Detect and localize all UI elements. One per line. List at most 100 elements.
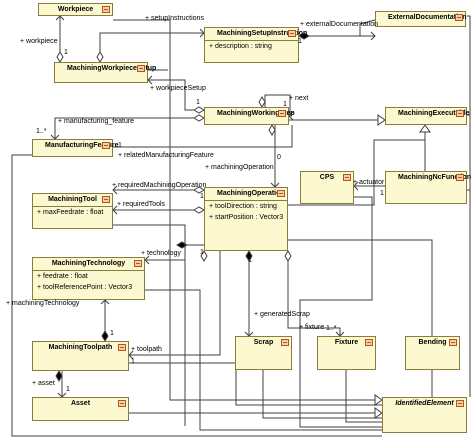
class-attribute: + toolReferencePoint : Vector3: [37, 284, 133, 291]
aggregation-diamond: [284, 250, 292, 262]
class-icon: [456, 110, 464, 117]
navigability-arrow: [370, 31, 376, 41]
association-line: [113, 224, 186, 426]
aggregation-diamond: [268, 124, 276, 136]
class-machining-nc-function[interactable]: MachiningNcFunction: [385, 171, 471, 204]
class-name: MachiningTechnology: [33, 258, 144, 271]
class-icon: [365, 339, 373, 346]
class-attribute: + startPosition : Vector3: [209, 214, 284, 221]
role-actuator: + actuator: [353, 179, 385, 186]
class-machining-operation[interactable]: MachiningOperation + toolDirection : str…: [204, 187, 288, 251]
association-line: [467, 15, 471, 397]
class-machining-executable[interactable]: MachiningExecutable: [385, 107, 470, 125]
association-line: [129, 251, 221, 356]
association-line: [287, 251, 341, 336]
class-machining-working-step[interactable]: MachiningWorkingStep: [204, 107, 295, 125]
navigability-arrow: [144, 255, 150, 265]
multiplicity: 1: [110, 330, 114, 337]
navigability-arrow: [353, 181, 359, 191]
class-name: ExternalDocumentation: [388, 14, 467, 21]
composition-diamond: [245, 250, 253, 262]
class-machining-toolpath[interactable]: MachiningToolpath: [32, 341, 129, 371]
class-icon: [456, 400, 464, 407]
class-name: Bending: [418, 339, 447, 346]
class-attribute: + feedrate : float: [37, 273, 88, 280]
multiplicity: 1: [118, 142, 122, 149]
class-icon: [343, 174, 351, 181]
role-related-manufacturing-feature: + relatedManufacturingFeature: [118, 152, 214, 159]
association-line: [345, 370, 382, 423]
multiplicity: 1: [64, 49, 68, 56]
class-icon: [456, 174, 464, 181]
class-icon: [137, 65, 145, 72]
multiplicity: 1: [248, 257, 252, 264]
class-identified-element[interactable]: IdentifiedElement: [382, 397, 467, 433]
class-name: Asset: [70, 400, 91, 407]
class-asset[interactable]: Asset: [32, 397, 129, 421]
class-name: CPS: [319, 174, 335, 181]
role-technology: + technology: [141, 250, 181, 257]
class-icon: [281, 339, 289, 346]
multiplicity: 1: [200, 249, 204, 256]
class-machining-technology[interactable]: MachiningTechnology + feedrate : float +…: [32, 257, 145, 300]
class-cps[interactable]: CPS: [300, 171, 354, 204]
navigability-arrow: [112, 185, 118, 195]
aggregation-diamond: [56, 51, 64, 63]
class-machining-workpiece-setup[interactable]: MachiningWorkpieceSetup: [54, 62, 156, 83]
class-icon: [288, 30, 296, 37]
multiplicity: 1: [298, 38, 302, 45]
class-name: IdentifiedElement: [395, 400, 454, 407]
class-name: MachiningOperation: [205, 188, 287, 201]
class-name: Workpiece: [57, 6, 94, 13]
association-line: [113, 19, 382, 401]
class-icon: [455, 14, 463, 21]
class-machining-setup-instruction[interactable]: MachiningSetupInstruction + description …: [204, 27, 307, 63]
association-line: [54, 117, 204, 139]
class-bending[interactable]: Bending: [405, 336, 460, 370]
class-name: Fixture: [334, 339, 359, 346]
generalization-arrow: [419, 124, 431, 133]
navigability-arrow: [55, 15, 65, 21]
aggregation-diamond: [193, 114, 205, 122]
class-icon: [118, 400, 126, 407]
multiplicity: 1: [66, 386, 70, 393]
class-attribute: + maxFeedrate : float: [37, 209, 104, 216]
navigability-arrow: [147, 75, 153, 85]
class-external-documentation[interactable]: ExternalDocumentation: [375, 11, 467, 27]
generalization-arrow: [374, 394, 383, 406]
role-asset: + asset: [32, 380, 55, 387]
navigability-arrow: [128, 350, 134, 360]
association-line: [145, 289, 382, 431]
class-icon: [102, 196, 110, 203]
association-line: [288, 139, 425, 206]
association-line: [129, 362, 382, 406]
class-fixture[interactable]: Fixture: [317, 336, 376, 370]
aggregation-diamond: [193, 206, 205, 214]
composition-diamond: [298, 32, 310, 40]
role-next: + next: [289, 95, 309, 102]
role-required-tools: + requiredTools: [117, 201, 166, 208]
multiplicity: 1: [131, 358, 135, 365]
multiplicity: 1: [283, 101, 287, 108]
class-name: Scrap: [253, 339, 274, 346]
role-fixture: + fixture: [299, 324, 325, 331]
association-line: [113, 125, 293, 148]
role-required-machining-operation: + requiredMachiningOperation: [112, 182, 207, 189]
class-workpiece[interactable]: Workpiece: [38, 3, 113, 16]
class-icon: [134, 260, 142, 267]
class-icon: [278, 110, 286, 117]
class-attribute: + toolDirection : string: [209, 203, 277, 210]
class-manufacturing-feature[interactable]: ManufacturingFeature: [32, 139, 119, 157]
composition-diamond: [101, 330, 109, 342]
class-scrap[interactable]: Scrap: [235, 336, 292, 370]
role-workpiece: + workpiece: [20, 38, 58, 45]
role-generated-scrap: + generatedScrap: [254, 311, 310, 318]
multiplicity: 1: [380, 190, 384, 197]
aggregation-diamond: [193, 106, 205, 114]
role-toolpath: + toolpath: [131, 346, 162, 353]
multiplicity: 1..*: [36, 128, 47, 135]
class-machining-tool[interactable]: MachiningTool + maxFeedrate : float: [32, 193, 113, 229]
class-name: ManufacturingFeature: [45, 142, 119, 149]
aggregation-diamond: [200, 250, 208, 262]
association-line: [11, 154, 382, 437]
